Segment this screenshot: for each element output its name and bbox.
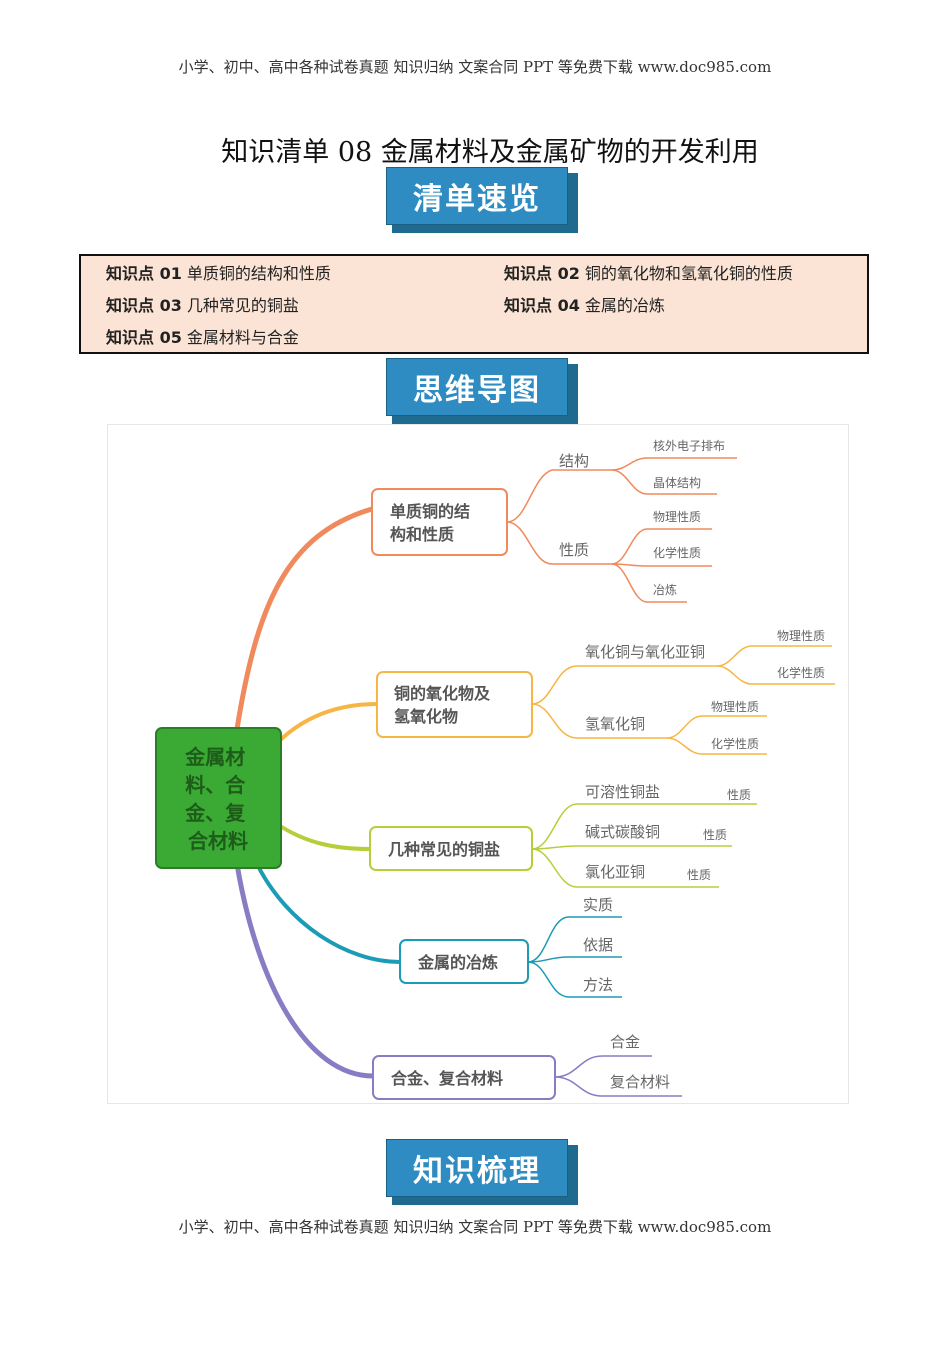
svg-text:可溶性铜盐: 可溶性铜盐 <box>585 784 660 801</box>
svg-text:性质: 性质 <box>687 868 711 882</box>
page-title: 知识清单 08 金属材料及金属矿物的开发利用 <box>221 137 759 168</box>
svg-text:依据: 依据 <box>583 937 613 954</box>
mind-map: 金属材 料、合 金、复 合材料 单质铜的结 构和性质 结构 性质 核外电子排布 … <box>107 424 849 1104</box>
svg-text:核外电子排布: 核外电子排布 <box>653 439 725 453</box>
branch-label-copper-structure: 单质铜的结 构和性质 <box>390 502 474 544</box>
banner-mindmap: 思维导图 <box>386 358 578 424</box>
root-node <box>155 727 282 869</box>
banner-overview: 清单速览 <box>386 167 578 233</box>
svg-text:物理性质: 物理性质 <box>653 510 701 524</box>
toc-item-01[interactable]: 知识点 01 单质铜的结构和性质 <box>106 264 331 283</box>
banner-mindmap-label: 思维导图 <box>386 358 568 416</box>
svg-text:实质: 实质 <box>583 897 613 914</box>
svg-text:性质: 性质 <box>727 788 751 802</box>
toc-box: 知识点 01 单质铜的结构和性质 知识点 02 铜的氧化物和氢氧化铜的性质 知识… <box>79 254 869 354</box>
svg-text:氯化亚铜: 氯化亚铜 <box>585 864 645 881</box>
sub-label-structure: 结构 <box>559 453 589 470</box>
banner-overview-label: 清单速览 <box>386 167 568 225</box>
svg-text:氧化铜与氧化亚铜: 氧化铜与氧化亚铜 <box>585 644 705 661</box>
banner-review: 知识梳理 <box>386 1139 578 1205</box>
branch-line-4 <box>255 863 401 964</box>
svg-text:复合材料: 复合材料 <box>610 1073 670 1091</box>
branch-node-copper-structure <box>371 488 508 556</box>
svg-text:性质: 性质 <box>703 828 727 842</box>
page-footer: 小学、初中、高中各种试卷真题 知识归纳 文案合同 PPT 等免费下载 www.d… <box>178 1218 772 1236</box>
svg-text:晶体结构: 晶体结构 <box>653 475 701 490</box>
branch-label-copper-salts: 几种常见的铜盐 <box>388 840 500 859</box>
svg-text:化学性质: 化学性质 <box>711 736 759 751</box>
branch-node-copper-oxides <box>376 671 533 738</box>
svg-text:合金: 合金 <box>610 1034 640 1051</box>
svg-text:氢氧化铜: 氢氧化铜 <box>585 716 645 733</box>
banner-review-label: 知识梳理 <box>386 1139 568 1197</box>
branch-line-5 <box>234 863 374 1079</box>
toc-item-04[interactable]: 知识点 04 金属的冶炼 <box>504 296 665 315</box>
svg-text:方法: 方法 <box>583 977 613 994</box>
toc-item-02[interactable]: 知识点 02 铜的氧化物和氢氧化铜的性质 <box>504 264 793 283</box>
branch-line-3 <box>275 822 371 851</box>
svg-text:化学性质: 化学性质 <box>653 545 701 560</box>
root-label: 金属材 料、合 金、复 合材料 <box>184 745 251 853</box>
svg-text:冶炼: 冶炼 <box>653 582 677 597</box>
svg-text:物理性质: 物理性质 <box>777 629 825 643</box>
svg-text:碱式碳酸铜: 碱式碳酸铜 <box>585 824 660 841</box>
svg-text:化学性质: 化学性质 <box>777 665 825 680</box>
toc-item-05[interactable]: 知识点 05 金属材料与合金 <box>106 328 299 347</box>
branch-label-alloys: 合金、复合材料 <box>391 1069 503 1088</box>
sub-label-properties: 性质 <box>559 542 589 559</box>
branch-label-copper-oxides: 铜的氧化物及 氢氧化物 <box>394 684 494 726</box>
toc-item-03[interactable]: 知识点 03 几种常见的铜盐 <box>106 296 299 315</box>
page-header: 小学、初中、高中各种试卷真题 知识归纳 文案合同 PPT 等免费下载 www.d… <box>178 58 772 76</box>
branch-label-metal-smelting: 金属的冶炼 <box>417 953 498 972</box>
branch-line-1 <box>234 506 373 730</box>
svg-text:物理性质: 物理性质 <box>711 700 759 714</box>
